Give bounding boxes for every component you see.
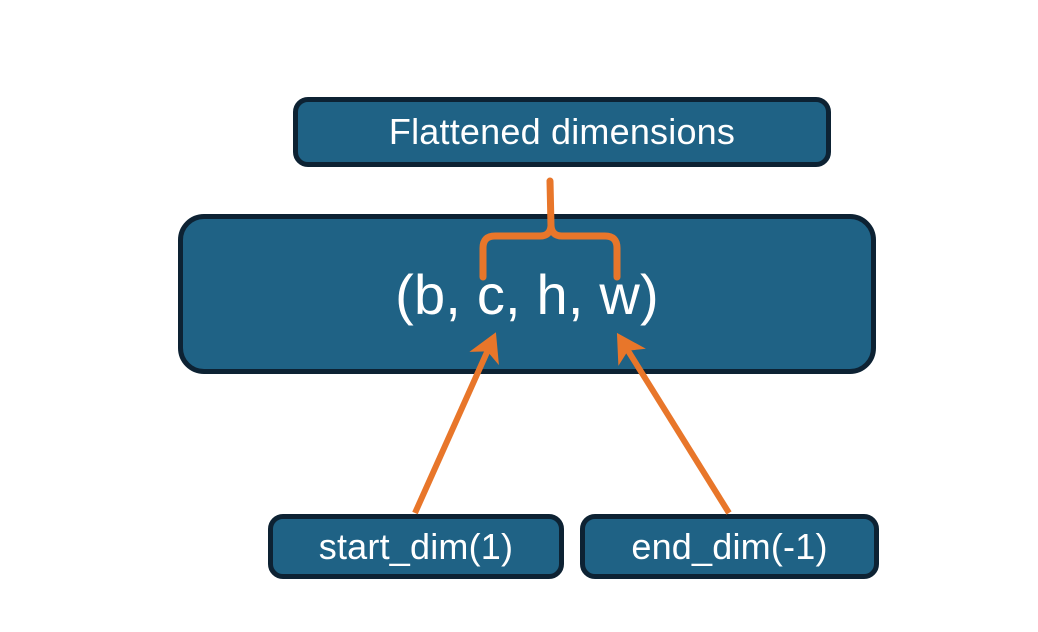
arrow-start-dim-to-c xyxy=(412,332,499,515)
end-dim-label: end_dim(-1) xyxy=(631,525,828,567)
end-dim-box: end_dim(-1) xyxy=(580,514,879,579)
arrow-end-dim-to-w xyxy=(616,332,732,515)
flattened-dimensions-label: Flattened dimensions xyxy=(388,111,736,152)
curly-brace-over-c-h-w xyxy=(479,177,621,281)
flattened-dimensions-box: Flattened dimensions xyxy=(293,97,831,167)
tensor-shape-box: (b, c, h, w) xyxy=(178,214,876,374)
start-dim-box: start_dim(1) xyxy=(268,514,564,579)
start-dim-label: start_dim(1) xyxy=(318,525,514,567)
